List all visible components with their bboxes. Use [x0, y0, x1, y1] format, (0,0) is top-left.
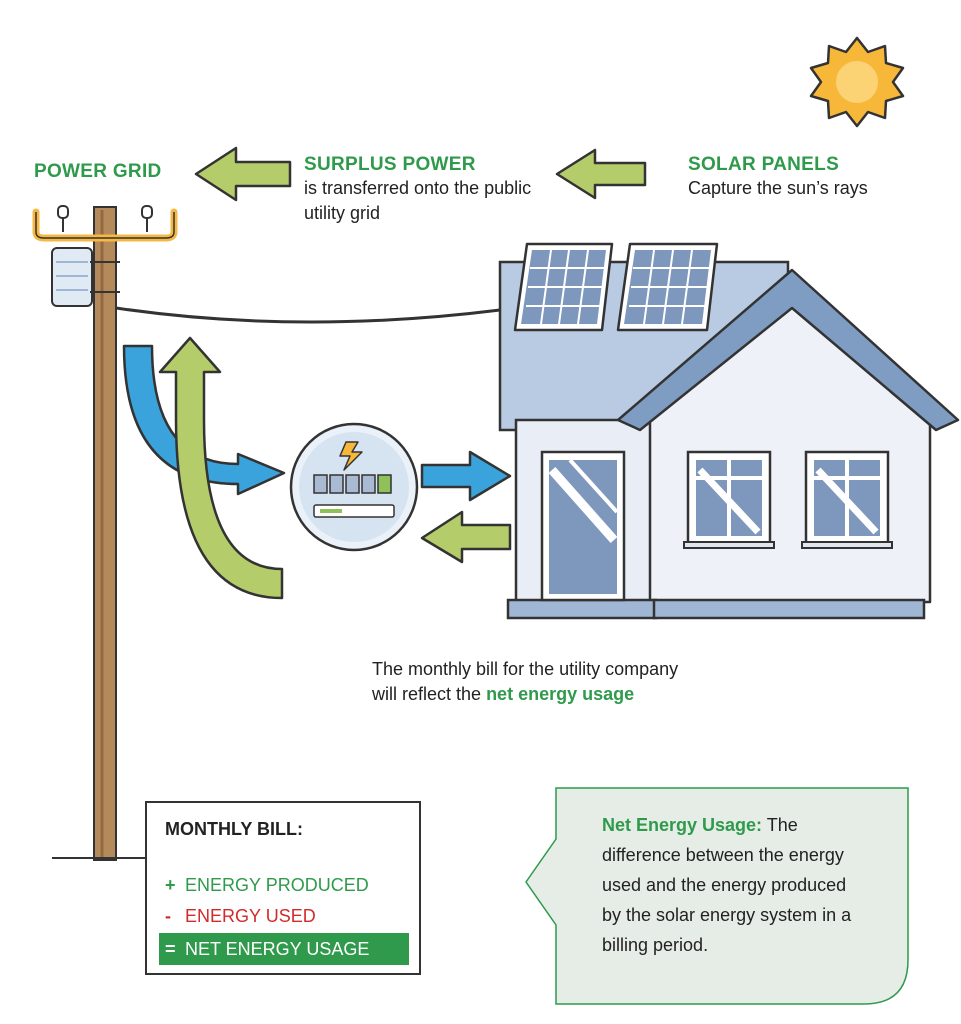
solar-panels-title: SOLAR PANELS: [688, 154, 840, 175]
grid-to-meter-arrow-icon: [122, 344, 286, 496]
bill-row-label: ENERGY USED: [185, 906, 316, 926]
net-energy-definition: Net Energy Usage: The difference between…: [602, 810, 862, 960]
power-line: [115, 306, 501, 324]
arrow-to-grid-icon: [194, 146, 292, 202]
surplus-power-block: SURPLUS POWER is transferred onto the pu…: [304, 154, 564, 226]
bill-row-label: ENERGY PRODUCED: [185, 875, 369, 895]
surplus-power-title: SURPLUS POWER: [304, 154, 476, 175]
house-to-meter-arrow-icon: [420, 510, 512, 564]
monthly-bill-title: MONTHLY BILL:: [165, 819, 303, 839]
monthly-bill-note-text: The monthly bill for the utility company…: [372, 659, 679, 704]
definition-term: Net Energy Usage:: [602, 815, 763, 835]
electric-meter-icon: [289, 422, 419, 552]
plus-icon: +: [165, 875, 176, 895]
minus-icon: -: [165, 906, 171, 926]
sun-icon: [809, 36, 905, 128]
power-grid-label: POWER GRID: [34, 161, 162, 182]
equals-icon: =: [165, 939, 176, 959]
definition-text: The difference between the energy used a…: [602, 815, 852, 955]
arrow-to-surplus-icon: [555, 148, 647, 200]
meter-to-house-arrow-icon: [420, 450, 512, 502]
bill-row-energy-used: -ENERGY USED: [165, 906, 316, 927]
surplus-power-text: is transferred onto the public utility g…: [304, 178, 532, 223]
solar-panel-icon: [513, 242, 614, 332]
bill-row-energy-produced: + ENERGY PRODUCED: [165, 875, 369, 896]
monthly-bill-note-highlight: net energy usage: [486, 684, 635, 704]
solar-panels-text: Capture the sun’s rays: [688, 178, 868, 198]
monthly-bill-card: MONTHLY BILL: + ENERGY PRODUCED -ENERGY U…: [145, 801, 421, 975]
bill-row-label: NET ENERGY USAGE: [185, 939, 370, 959]
definition-callout-shape: [525, 787, 909, 1005]
utility-pole: [32, 205, 178, 861]
monthly-bill-note: The monthly bill for the utility company…: [372, 657, 692, 707]
solar-panels-block: SOLAR PANELS Capture the sun’s rays: [688, 154, 888, 201]
solar-panel-icon: [616, 242, 719, 332]
bill-row-net-energy-usage: = NET ENERGY USAGE: [159, 933, 409, 965]
house-icon: [498, 242, 960, 620]
meter-to-grid-arrow-icon: [158, 336, 284, 600]
